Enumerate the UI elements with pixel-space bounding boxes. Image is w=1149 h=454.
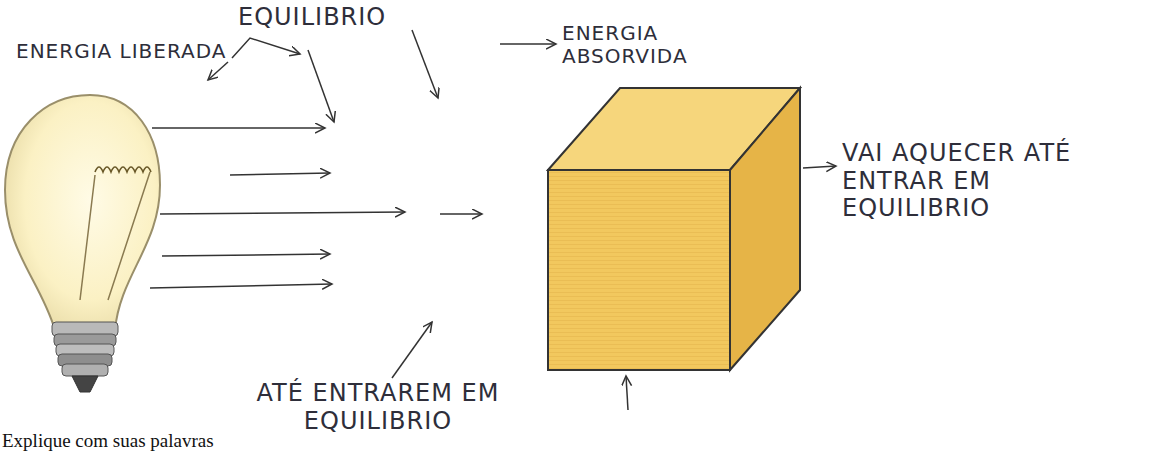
cube: [548, 88, 800, 370]
hand-arrows: [150, 30, 836, 410]
handwritten-note: VAI AQUECER ATÉ ENTRAR EM EQUILIBRIO: [842, 140, 1072, 223]
handwritten-note: EQUILIBRIO: [238, 4, 386, 32]
handwritten-note: ENERGIA ABSORVIDA: [562, 22, 722, 68]
handwritten-note: ENERGIA LIBERADA: [16, 40, 226, 63]
handwritten-note: ATÉ ENTRAREM EM EQUILIBRIO: [228, 380, 528, 435]
light-bulb: [5, 95, 160, 392]
printed-question: Explique com suas palavras: [2, 430, 214, 452]
